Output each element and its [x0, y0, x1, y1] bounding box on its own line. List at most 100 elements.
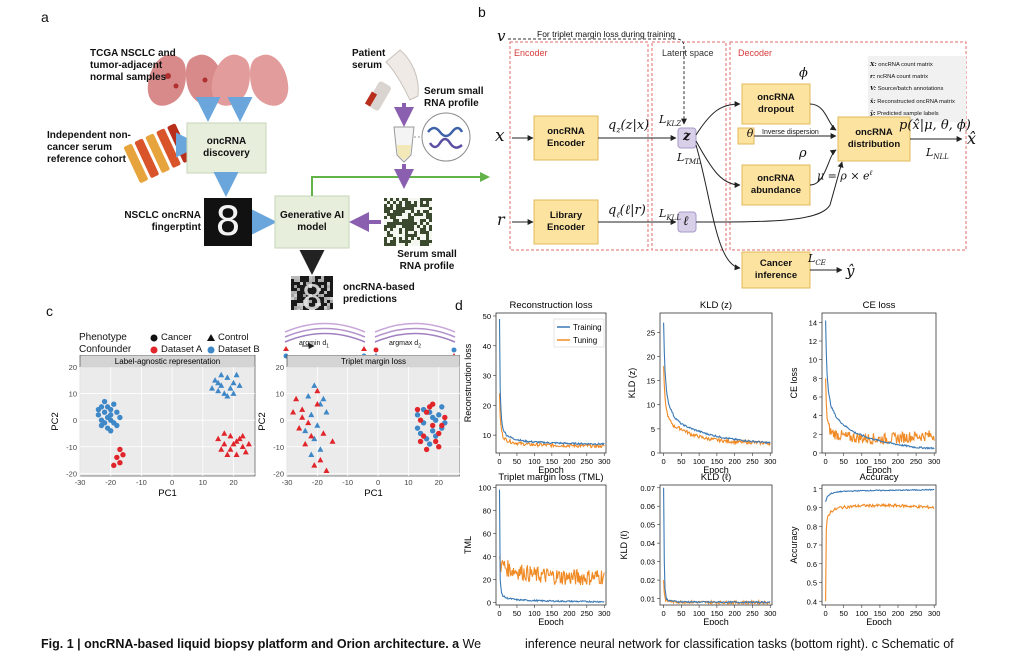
x-tick-label: 50: [840, 609, 848, 618]
x-tick-label: 250: [910, 609, 923, 618]
serum-noise-pixel: [429, 213, 432, 216]
serum-noise-pixel: [414, 204, 417, 207]
serum-noise-pixel: [396, 228, 399, 231]
serum-bottom-line2: RNA profile: [399, 261, 455, 272]
generative-ai-label: Generative AI model: [275, 210, 349, 234]
abundance-label: oncRNA abundance: [742, 173, 810, 197]
dropout-line2: dropout: [758, 104, 794, 115]
scatter-point: [108, 428, 114, 434]
legend-text: Reconstructed oncRNA matrix: [877, 98, 955, 105]
p-equation: p(x̂|μ, θ, ϕ): [899, 118, 971, 133]
serum-noise-pixel: [423, 210, 426, 213]
serum-noise-pixel: [393, 234, 396, 237]
dropout-line1: oncRNA: [757, 92, 795, 103]
serum-noise-pixel: [423, 216, 426, 219]
serum-noise-pixel: [417, 243, 420, 246]
y-tick-label: 0.9: [807, 504, 817, 513]
y-tick-label: 10: [69, 390, 77, 399]
serum-noise-pixel: [408, 222, 411, 225]
serum-noise-pixel: [405, 210, 408, 213]
scatter-point: [236, 382, 243, 388]
scatter-point: [311, 435, 318, 442]
prediction-noise-pixel: [309, 294, 312, 297]
scatter-point: [314, 387, 321, 394]
x-tick-label: 100: [856, 609, 869, 618]
scatter-point: [101, 398, 108, 405]
prediction-noise-pixel: [321, 279, 324, 282]
y-tick-label: 0.01: [640, 595, 655, 604]
scatter-point: [323, 408, 330, 415]
prediction-noise-pixel: [327, 303, 330, 306]
y-tick-label: -20: [66, 469, 77, 478]
tubes-icon: [124, 123, 192, 183]
scatter-point: [308, 432, 315, 439]
serum-noise-pixel: [387, 213, 390, 216]
serum-noise-pixel: [387, 222, 390, 225]
discovery-line1: oncRNA: [206, 136, 247, 147]
serum-noise-pixel: [402, 210, 405, 213]
scatter-point: [230, 390, 237, 396]
distribution-line2: distribution: [847, 139, 901, 150]
triplet-schematic-min: [283, 322, 367, 359]
serum-noise-pixel: [399, 228, 402, 231]
serum-noise-pixel: [387, 240, 390, 243]
serum-noise-pixel: [423, 228, 426, 231]
serum-noise-pixel: [384, 216, 387, 219]
prediction-noise-pixel: [294, 297, 297, 300]
scatter-point: [439, 422, 445, 429]
y-tick-label: 0.03: [640, 558, 655, 567]
prediction-noise-pixel: [327, 306, 330, 309]
prediction-noise-pixel: [300, 282, 303, 285]
x-tick-label: 0: [661, 609, 665, 618]
y-tick-label: 40: [483, 342, 491, 351]
serum-noise-pixel: [402, 213, 405, 216]
serum-noise-pixel: [411, 228, 414, 231]
x-tick-label: 0: [170, 478, 174, 487]
serum-noise-pixel: [411, 240, 414, 243]
series-line-tuning: [663, 366, 771, 447]
x-tick-label: 50: [677, 457, 685, 466]
patient-line1: Patient: [352, 48, 386, 59]
serum-noise-pixel: [408, 225, 411, 228]
serum-noise-pixel: [411, 216, 414, 219]
scatter-point: [439, 404, 445, 410]
serum-noise-pixel: [402, 198, 405, 201]
cancer-line1: Cancer: [759, 258, 793, 269]
scatter-point: [302, 427, 309, 434]
serum-noise-pixel: [414, 225, 417, 228]
serum-noise-pixel: [387, 219, 390, 222]
serum-noise-pixel: [423, 198, 426, 201]
prediction-noise-pixel: [318, 303, 321, 306]
scatter-point: [414, 425, 421, 431]
oncrna-abundance-box: [741, 164, 811, 206]
serum-noise-pixel: [426, 210, 429, 213]
serum-noise-pixel: [420, 210, 423, 213]
scatter-point: [302, 440, 309, 447]
y-tick-label: -10: [273, 443, 284, 452]
serum-noise-pixel: [384, 231, 387, 234]
y-axis-label: CE loss: [789, 367, 799, 399]
serum-noise-pixel: [396, 198, 399, 201]
x-tick-label: 250: [581, 609, 594, 618]
fingerprint-line2: fingerptint: [151, 222, 201, 233]
serum-noise-pixel: [384, 237, 387, 240]
serum-noise-pixel: [420, 234, 423, 237]
prediction-noise-pixel: [324, 306, 327, 309]
prediction-noise-pixel: [312, 276, 315, 279]
scatter-point: [224, 393, 231, 399]
legend-row: V: Source/batch annotations: [870, 83, 955, 95]
y-tick-label: 0: [651, 449, 655, 458]
x-tick-label: 200: [892, 609, 905, 618]
y-tick-label: 0.7: [807, 541, 817, 550]
legend-dataset-a: Dataset A: [161, 344, 203, 355]
scatter-point: [239, 443, 246, 450]
serum-noise-pixel: [417, 207, 420, 210]
x-tick-label: -30: [282, 478, 293, 487]
independent-line1: Independent non-: [47, 130, 131, 141]
prediction-noise-pixel: [309, 279, 312, 282]
x-axis-label: Epoch: [703, 617, 729, 625]
scatter-point: [320, 430, 327, 436]
lung-icon-right: [211, 54, 289, 106]
